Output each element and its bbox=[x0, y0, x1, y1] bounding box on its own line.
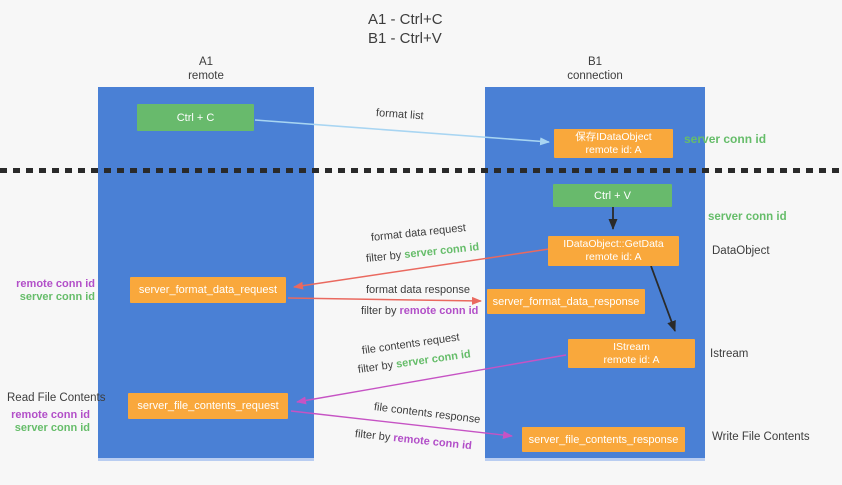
filter-by-text: filter by bbox=[361, 305, 397, 317]
lane-a1-header: A1 remote bbox=[98, 55, 314, 83]
side-label-read-file-contents: Read File Contents bbox=[7, 392, 106, 404]
remote-conn-id-text: remote conn id bbox=[399, 305, 479, 317]
lane-b1-subtitle: connection bbox=[567, 70, 623, 82]
diagram-title: A1 - Ctrl+C B1 - Ctrl+V bbox=[368, 10, 443, 48]
filter-by-text: filter by bbox=[357, 359, 394, 376]
edge-label-filter-by-server-1: filter by server conn id bbox=[365, 241, 479, 265]
lane-b1-header: B1 connection bbox=[485, 55, 705, 83]
lane-a1-name: A1 bbox=[198, 56, 214, 68]
side-label-server-conn-id-top: server conn id bbox=[684, 132, 767, 146]
edge-label-format-data-request: format data request bbox=[370, 222, 467, 244]
title-line-1: A1 - Ctrl+C bbox=[368, 11, 443, 28]
filter-by-text: filter by bbox=[365, 249, 402, 265]
conn-id-pair-file: remote conn id server conn id bbox=[0, 409, 90, 435]
lane-a1-subtitle: remote bbox=[188, 70, 224, 82]
edge-label-filter-by-remote-2: filter by remote conn id bbox=[354, 428, 472, 452]
server-conn-id-text: server conn id bbox=[395, 348, 472, 371]
side-label-dataobject: DataObject bbox=[712, 245, 770, 257]
remote-conn-id-text: remote conn id bbox=[392, 432, 473, 453]
server-conn-id-label: server conn id bbox=[14, 422, 90, 434]
node-getdata-line2: remote id: A bbox=[585, 251, 642, 263]
node-server-format-data-response: server_format_data_response bbox=[487, 289, 645, 314]
node-save-idataobject: 保存IDataObject remote id: A bbox=[554, 129, 673, 158]
node-save-idataobject-line1: 保存IDataObject bbox=[575, 130, 652, 143]
edge-label-filter-by-remote-1: filter by remote conn id bbox=[361, 305, 478, 317]
node-idataobject-getdata: IDataObject::GetData remote id: A bbox=[548, 236, 679, 266]
node-server-file-contents-response: server_file_contents_response bbox=[522, 427, 685, 452]
side-label-server-conn-id-mid: server conn id bbox=[708, 211, 787, 223]
title-line-2: B1 - Ctrl+V bbox=[368, 30, 442, 47]
node-getdata-line1: IDataObject::GetData bbox=[563, 238, 664, 250]
conn-id-pair-format: remote conn id server conn id bbox=[0, 278, 95, 304]
side-label-istream: Istream bbox=[710, 348, 749, 360]
node-istream-line1: IStream bbox=[613, 340, 650, 353]
node-istream: IStream remote id: A bbox=[568, 339, 695, 368]
node-istream-line2: remote id: A bbox=[603, 353, 660, 366]
node-save-idataobject-line2: remote id: A bbox=[585, 143, 642, 156]
node-server-format-data-request: server_format_data_request bbox=[130, 277, 286, 303]
remote-conn-id-label: remote conn id bbox=[16, 278, 95, 290]
edge-label-format-data-response: format data response bbox=[366, 284, 470, 296]
remote-conn-id-label: remote conn id bbox=[11, 409, 90, 421]
edge-label-file-contents-response: file contents response bbox=[373, 401, 481, 426]
arrow-format-data-response bbox=[287, 296, 482, 305]
node-ctrl-c: Ctrl + C bbox=[137, 104, 254, 131]
filter-by-text: filter by bbox=[354, 428, 391, 444]
edge-label-format-list: format list bbox=[375, 107, 424, 123]
side-label-write-file-contents: Write File Contents bbox=[712, 431, 810, 443]
dotted-divider-line bbox=[0, 168, 842, 173]
node-ctrl-v: Ctrl + V bbox=[553, 184, 672, 207]
lane-b1-name: B1 bbox=[587, 56, 603, 68]
server-conn-id-label: server conn id bbox=[19, 291, 95, 303]
server-conn-id-text: server conn id bbox=[403, 241, 480, 261]
node-server-file-contents-request: server_file_contents_request bbox=[128, 393, 288, 419]
